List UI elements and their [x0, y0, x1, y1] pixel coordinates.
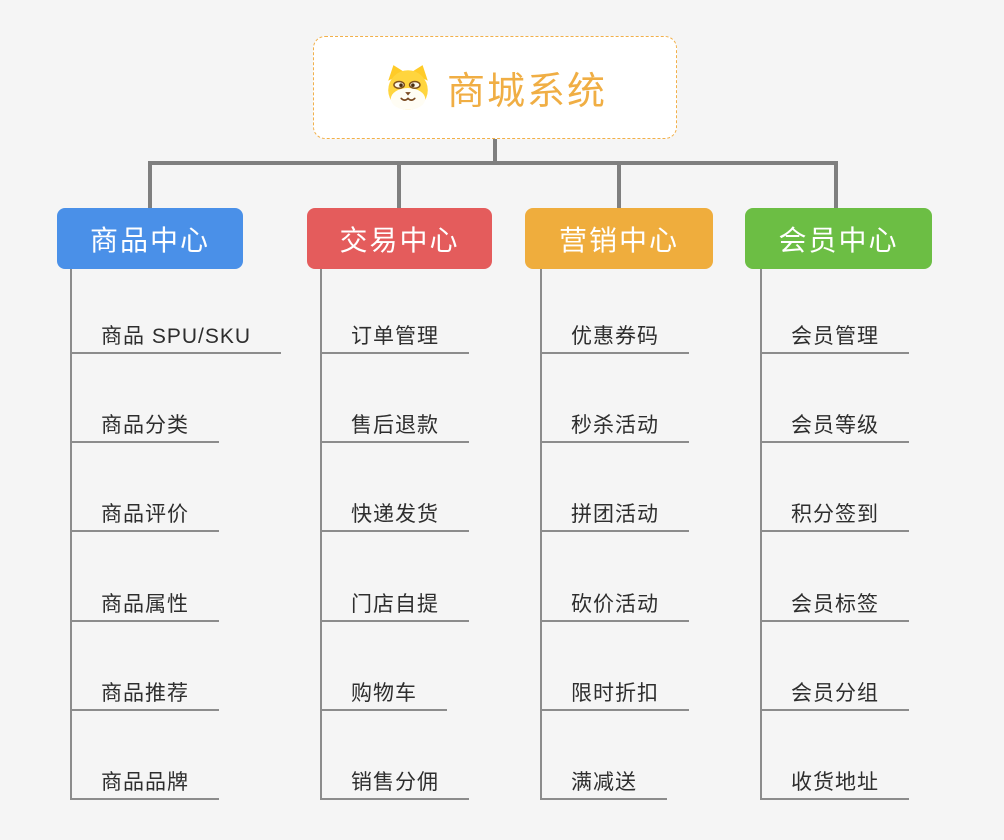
topic-item[interactable]: 快递发货 — [320, 500, 469, 532]
topic-item[interactable]: 秒杀活动 — [540, 411, 689, 443]
topic-item[interactable]: 门店自提 — [320, 590, 469, 622]
topic-item[interactable]: 收货地址 — [760, 768, 909, 800]
topic-item[interactable]: 满减送 — [540, 768, 667, 800]
topic-item[interactable]: 限时折扣 — [540, 679, 689, 711]
branch-spine-marketing — [540, 269, 542, 800]
connector-drop-trade — [397, 161, 401, 208]
topic-item[interactable]: 会员分组 — [760, 679, 909, 711]
topic-item[interactable]: 商品推荐 — [70, 679, 219, 711]
topic-item[interactable]: 商品分类 — [70, 411, 219, 443]
topic-item[interactable]: 会员标签 — [760, 590, 909, 622]
root-node[interactable]: 商城系统 — [313, 36, 677, 139]
root-title: 商城系统 — [446, 71, 607, 113]
topic-item[interactable]: 售后退款 — [320, 411, 469, 443]
topic-item[interactable]: 会员等级 — [760, 411, 909, 443]
topic-item[interactable]: 销售分佣 — [320, 768, 469, 800]
branch-spine-members — [760, 269, 762, 800]
connector-drop-products — [148, 161, 152, 208]
connector-root-stub — [493, 139, 497, 165]
branch-node-products[interactable]: 商品中心 — [57, 208, 243, 269]
topic-item[interactable]: 积分签到 — [760, 500, 909, 532]
topic-item[interactable]: 订单管理 — [320, 322, 469, 354]
branch-node-members[interactable]: 会员中心 — [745, 208, 932, 269]
topic-item[interactable]: 商品属性 — [70, 590, 219, 622]
branch-spine-products — [70, 269, 72, 800]
connector-drop-marketing — [617, 161, 621, 208]
connector-drop-members — [834, 161, 838, 208]
topic-item[interactable]: 会员管理 — [760, 322, 909, 354]
topic-item[interactable]: 拼团活动 — [540, 500, 689, 532]
topic-item[interactable]: 砍价活动 — [540, 590, 689, 622]
branch-node-trade[interactable]: 交易中心 — [307, 208, 492, 269]
topic-item[interactable]: 商品品牌 — [70, 768, 219, 800]
topic-item[interactable]: 商品评价 — [70, 500, 219, 532]
topic-item[interactable]: 优惠券码 — [540, 322, 689, 354]
topic-item[interactable]: 购物车 — [320, 679, 447, 711]
dog-icon — [383, 64, 433, 112]
connector-horizontal — [148, 161, 838, 165]
branch-node-marketing[interactable]: 营销中心 — [525, 208, 713, 269]
branch-spine-trade — [320, 269, 322, 800]
topic-item[interactable]: 商品 SPU/SKU — [70, 322, 282, 354]
